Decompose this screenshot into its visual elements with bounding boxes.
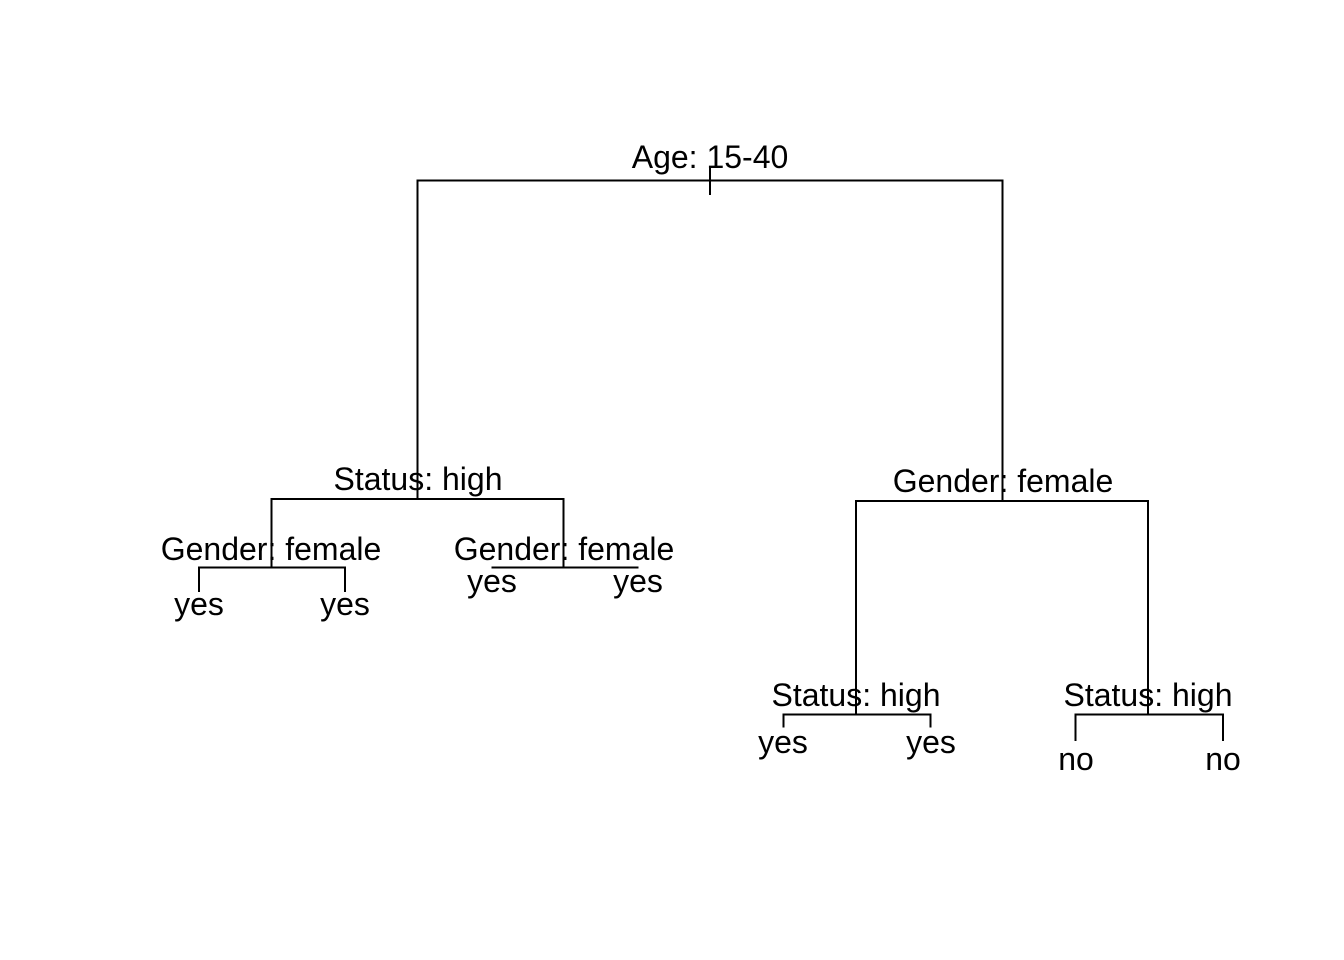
leaf-label: yes <box>613 563 663 599</box>
right-node-bracket <box>855 500 1149 715</box>
leaf-label: yes <box>906 724 956 760</box>
right-right-split-label: Status: high <box>1063 677 1233 713</box>
leaf-label: no <box>1205 741 1241 777</box>
leaf-label: yes <box>758 724 808 760</box>
left-left-bracket <box>198 566 346 592</box>
left-node-bracket <box>270 498 565 568</box>
left-split-label: Status: high <box>333 461 503 497</box>
leaf-label: yes <box>320 586 370 622</box>
right-split-label: Gender: female <box>892 463 1114 499</box>
left-left-split-label: Gender: female <box>160 531 382 567</box>
right-right-bracket <box>1074 713 1224 741</box>
root-edge <box>416 179 1004 501</box>
root-split-label: Age: 15-40 <box>631 139 789 175</box>
right-left-bracket <box>782 713 932 728</box>
leaf-label: no <box>1058 741 1094 777</box>
right-left-split-label: Status: high <box>771 677 941 713</box>
leaf-label: yes <box>174 586 224 622</box>
edge-group <box>198 168 1224 741</box>
leaf-label: yes <box>467 563 517 599</box>
left-right-split-label: Gender: female <box>453 531 675 567</box>
